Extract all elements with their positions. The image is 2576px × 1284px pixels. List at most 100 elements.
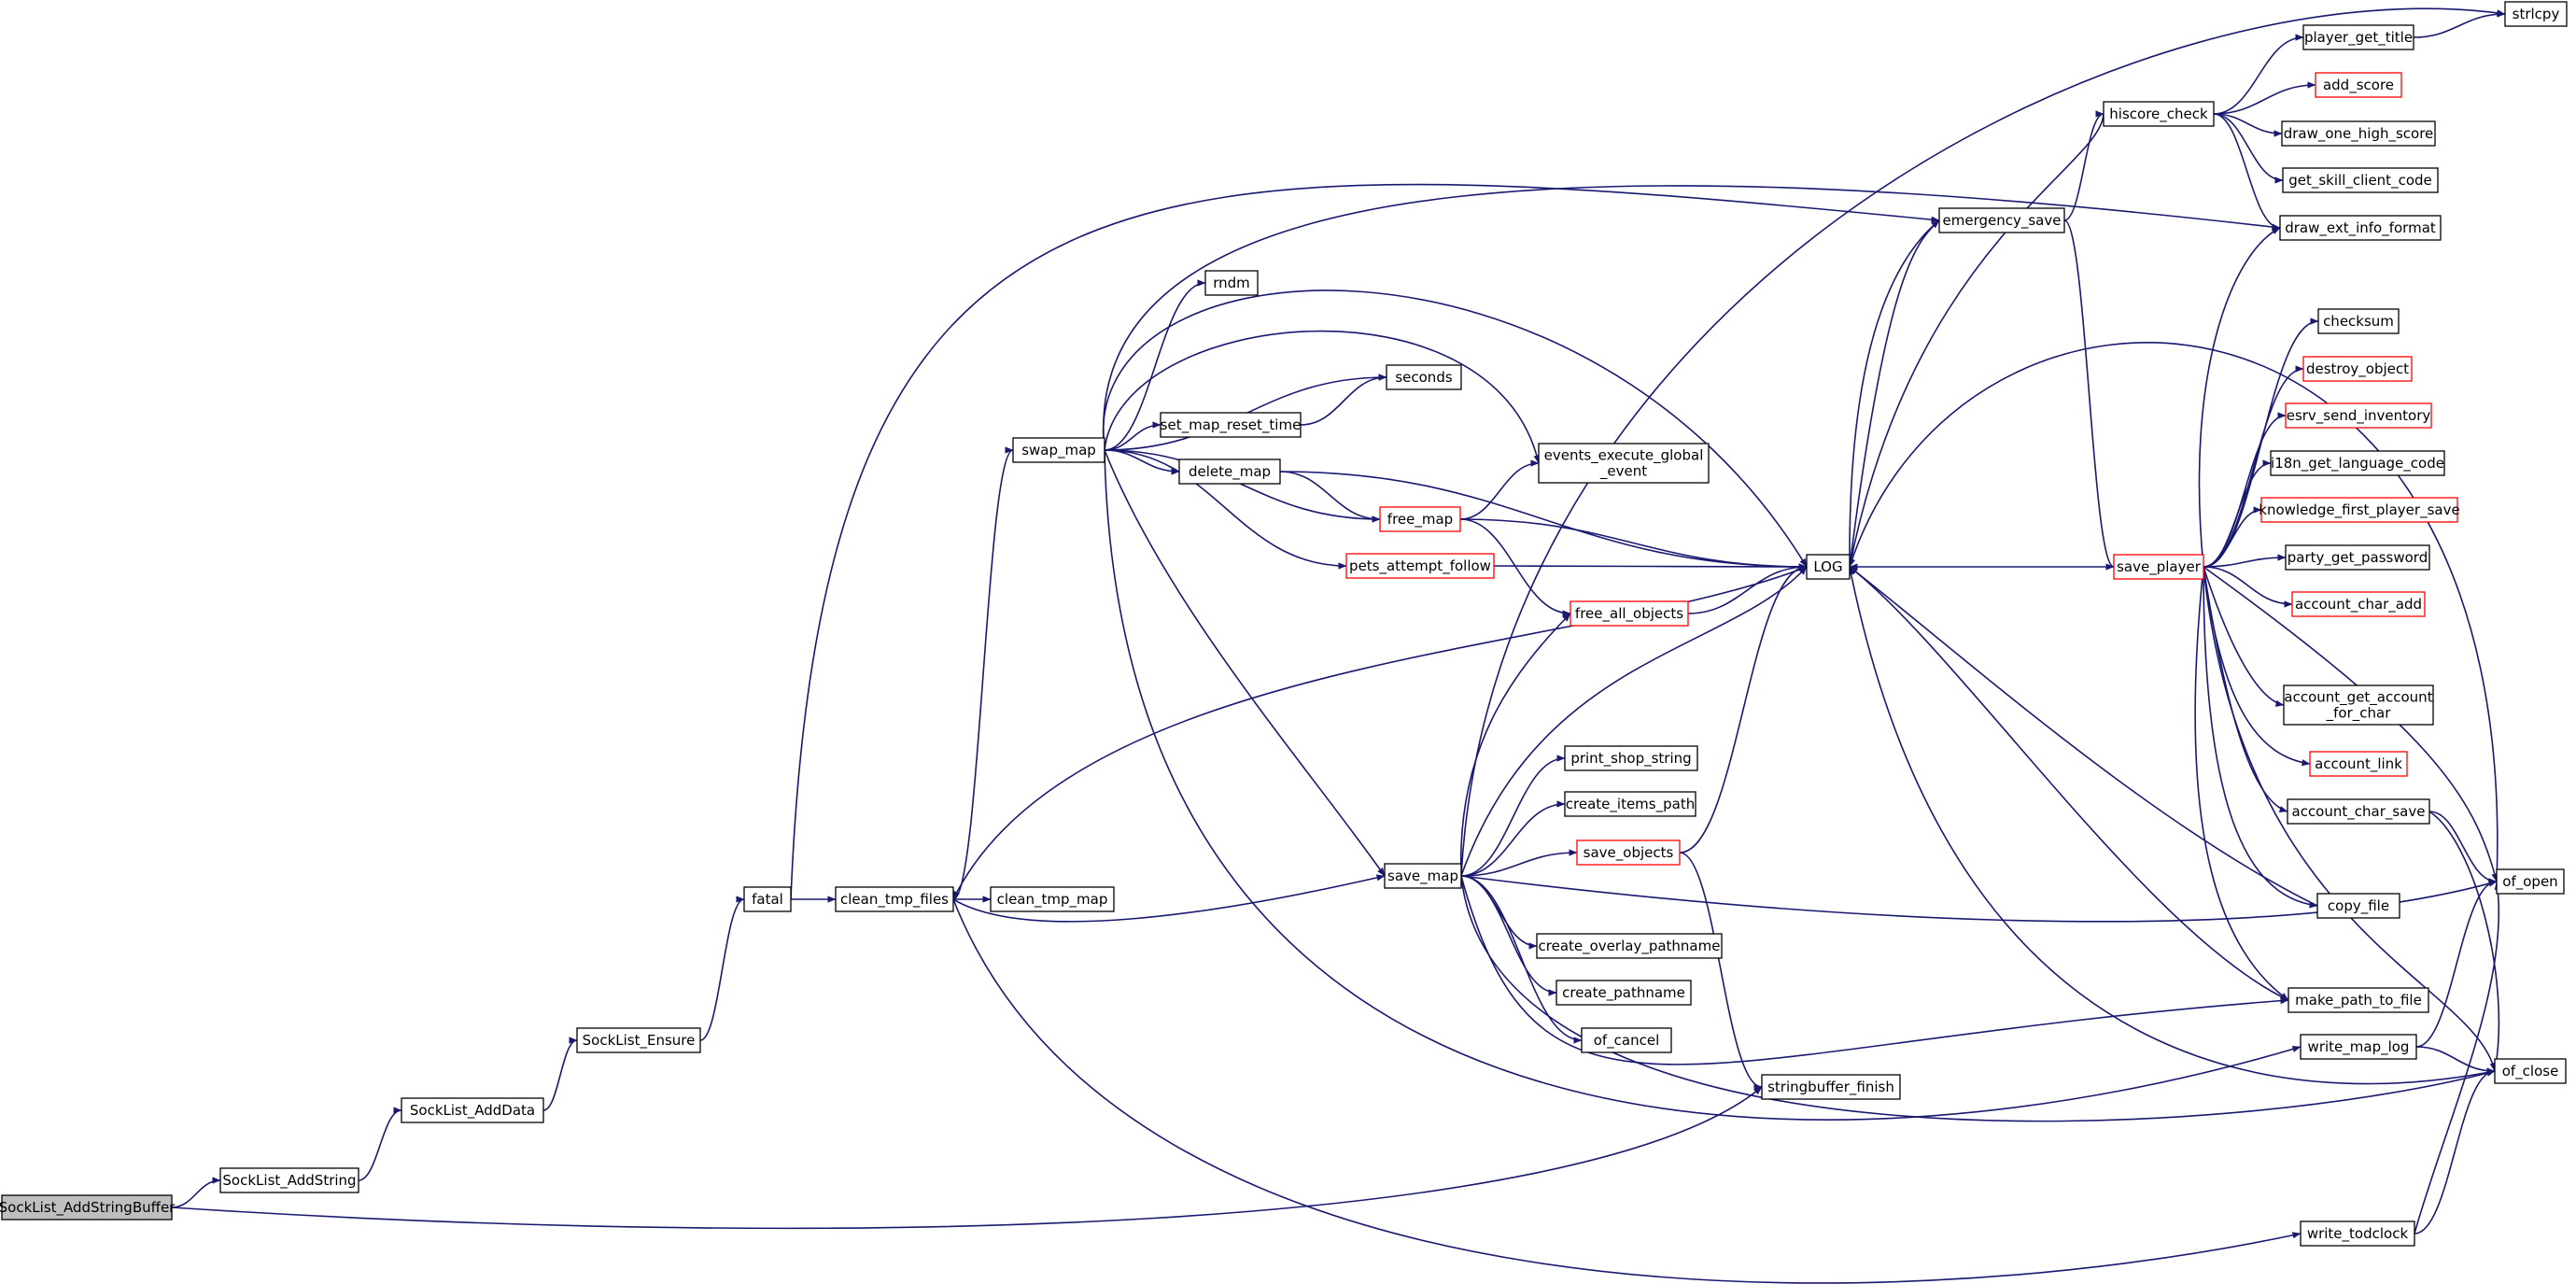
edge-save_map-to-strlcpy [1460,7,2506,877]
node-box [2283,684,2434,726]
node-LOG[interactable]: LOG [1806,554,1851,580]
edge-of_open-to-LOG [1849,342,2499,882]
node-of_open[interactable]: of_open [2496,868,2565,895]
node-box [1345,553,1495,579]
node-delete_map[interactable]: delete_map [1178,459,1281,485]
edge-swap_map-to-free_map [1104,449,1381,523]
node-label: SockList_Ensure [583,1032,696,1050]
node-knowledge_first_player_save[interactable]: knowledge_first_player_save [2259,497,2460,523]
node-draw_ext_info_format[interactable]: draw_ext_info_format [2279,215,2442,241]
node-get_skill_client_code[interactable]: get_skill_client_code [2282,167,2439,193]
node-account_char_add[interactable]: account_char_add [2291,591,2426,617]
node-label: save_objects [1584,844,1674,862]
node-box [835,886,954,912]
node-box [1538,443,1710,484]
node-make_path_to_file[interactable]: make_path_to_file [2287,987,2429,1013]
edge-hiscore_check-to-LOG [1848,113,2104,568]
node-SockList_AddString[interactable]: SockList_AddString [219,1167,359,1193]
node-set_map_reset_time[interactable]: set_map_reset_time [1160,412,1302,438]
node-write_map_log[interactable]: write_map_log [2300,1034,2417,1060]
node-of_cancel[interactable]: of_cancel [1581,1027,1672,1053]
node-fatal[interactable]: fatal [743,886,792,912]
edge-free_map-to-LOG [1459,518,1808,571]
node-box [2103,101,2215,127]
edge-write_map_log-to-of_close [2415,1046,2496,1075]
node-label: account_get_account [2284,689,2432,707]
node-add_score[interactable]: add_score [2315,72,2402,98]
node-box [2291,591,2426,617]
node-SockList_AddStringBuffer: SockList_AddStringBuffer [0,1194,176,1221]
edge-save_map-to-of_cancel [1460,875,1583,1044]
node-box [1384,863,1462,889]
node-free_map[interactable]: free_map [1379,506,1461,532]
node-SockList_AddData[interactable]: SockList_AddData [401,1097,544,1123]
node-account_link[interactable]: account_link [2309,751,2408,777]
node-label: esrv_send_inventory [2287,407,2431,425]
node-SockList_Ensure[interactable]: SockList_Ensure [576,1027,701,1053]
node-box [1386,364,1462,390]
edge-save_map-to-free_all_objects [1459,613,1571,877]
node-label: player_get_title [2304,29,2413,47]
node-stringbuffer_finish[interactable]: stringbuffer_finish [1761,1074,1901,1100]
node-box [1160,412,1302,438]
node-save_player[interactable]: save_player [2113,554,2204,580]
node-strlcpy[interactable]: strlcpy [2504,1,2568,27]
node-save_map[interactable]: save_map [1384,863,1462,889]
edge-save_player-to-knowledge_first_player_save [2203,506,2262,568]
edge-save_map-to-create_items_path [1460,800,1566,877]
edge-save_player-to-of_open [2203,566,2499,882]
node-label: of_close [2502,1063,2559,1080]
node-seconds[interactable]: seconds [1386,364,1462,390]
node-print_shop_string[interactable]: print_shop_string [1564,745,1698,771]
node-checksum[interactable]: checksum [2317,308,2400,334]
node-rndm[interactable]: rndm [1204,270,1259,296]
node-of_close[interactable]: of_close [2494,1058,2567,1084]
node-box [401,1097,544,1123]
node-i18n_get_language_code[interactable]: i18n_get_language_code [2270,450,2445,476]
node-draw_one_high_score[interactable]: draw_one_high_score [2281,120,2436,147]
node-esrv_send_inventory[interactable]: esrv_send_inventory [2285,402,2432,429]
node-account_get_account_for_char[interactable]: account_get_account_for_char [2283,684,2434,726]
edge-swap_map-to-events_execute_global_event [1104,330,1541,464]
node-label: i18n_get_language_code [2271,455,2444,473]
edge-make_path_to_file-to-LOG [1849,566,2289,1001]
node-box [1012,437,1105,463]
edge-hiscore_check-to-player_get_title [2213,34,2304,115]
node-hiscore_check[interactable]: hiscore_check [2103,101,2215,127]
node-create_items_path[interactable]: create_items_path [1564,791,1696,817]
edge-save_player-to-copy_file [2203,566,2318,909]
node-emergency_save[interactable]: emergency_save [1938,207,2065,233]
node-events_execute_global_event[interactable]: events_execute_global_event [1538,443,1710,484]
node-label: copy_file [2328,897,2389,915]
node-clean_tmp_files[interactable]: clean_tmp_files [835,886,954,912]
node-destroy_object[interactable]: destroy_object [2302,356,2413,382]
edge-save_player-to-account_get_account_for_char [2203,566,2285,707]
node-free_all_objects[interactable]: free_all_objects [1570,600,1689,627]
edge-swap_map-to-set_map_reset_time [1104,421,1161,451]
node-save_objects[interactable]: save_objects [1576,840,1681,866]
edge-pets_attempt_follow-to-LOG [1493,563,1808,571]
node-label: add_score [2323,77,2394,94]
node-label: make_path_to_file [2295,992,2422,1009]
edge-swap_map-to-delete_map [1104,449,1180,475]
node-label: emergency_save [1943,212,2062,230]
edge-save_objects-to-LOG [1679,563,1808,854]
node-label: events_execute_global [1544,447,1704,465]
edge-clean_tmp_files-to-save_map [952,874,1386,923]
node-swap_map[interactable]: swap_map [1012,437,1105,463]
node-pets_attempt_follow[interactable]: pets_attempt_follow [1345,553,1495,579]
edge-account_char_save-to-of_open [2428,811,2498,885]
node-box [1938,207,2065,233]
node-copy_file[interactable]: copy_file [2316,893,2400,919]
edge-write_map_log-to-of_open [2415,878,2498,1048]
node-create_overlay_pathname[interactable]: create_overlay_pathname [1536,933,1723,959]
node-account_char_save[interactable]: account_char_save [2287,798,2430,825]
node-clean_tmp_map[interactable]: clean_tmp_map [990,886,1115,912]
node-player_get_title[interactable]: player_get_title [2302,24,2414,50]
node-box [2316,893,2400,919]
node-create_pathname[interactable]: create_pathname [1555,980,1692,1006]
node-write_todclock[interactable]: write_todclock [2300,1221,2415,1247]
node-box [2282,167,2439,193]
node-party_get_password[interactable]: party_get_password [2285,544,2430,571]
node-box [2300,1221,2415,1247]
